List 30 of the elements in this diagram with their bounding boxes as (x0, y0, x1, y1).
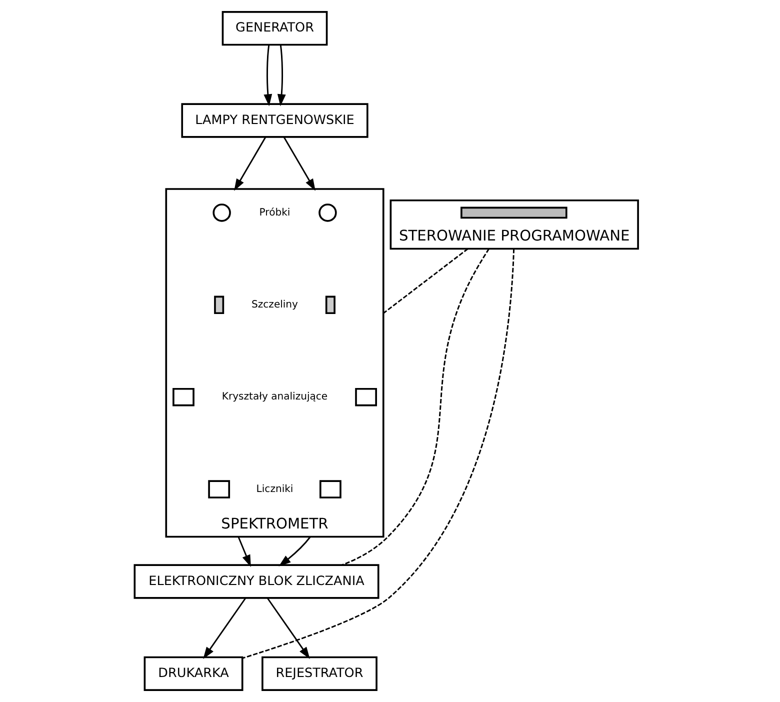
arrow (278, 536, 311, 566)
node-bar (214, 296, 224, 314)
cluster: STEROWANIE PROGRAMOWANE (390, 199, 639, 250)
arrow (277, 44, 286, 106)
node-box (355, 388, 377, 406)
node-circle (212, 204, 231, 222)
node-box: DRUKARKA (144, 656, 244, 691)
arrow (266, 598, 310, 659)
arrow (203, 598, 246, 659)
node-box: REJESTRATOR (262, 656, 378, 691)
connector (382, 248, 468, 314)
label: Szczeliny (252, 299, 298, 310)
node-bar (460, 206, 568, 219)
label: Liczniki (256, 484, 294, 495)
node-circle (318, 204, 337, 222)
node-box: ELEKTRONICZNY BLOK ZLICZANIA (134, 564, 380, 599)
label: Próbki (259, 207, 290, 218)
arrow (234, 136, 266, 191)
node-bar (325, 296, 336, 314)
label: Kryształy analizujące (222, 392, 328, 403)
node-box (172, 388, 194, 406)
node-box: GENERATOR (222, 11, 328, 46)
node-box: LAMPY RENTGENOWSKIE (181, 103, 368, 138)
connector (242, 248, 515, 659)
node-box (319, 480, 342, 498)
arrow (283, 136, 316, 191)
connector (342, 248, 490, 566)
arrow (264, 44, 272, 106)
arrow (238, 536, 251, 568)
node-box (208, 480, 230, 498)
